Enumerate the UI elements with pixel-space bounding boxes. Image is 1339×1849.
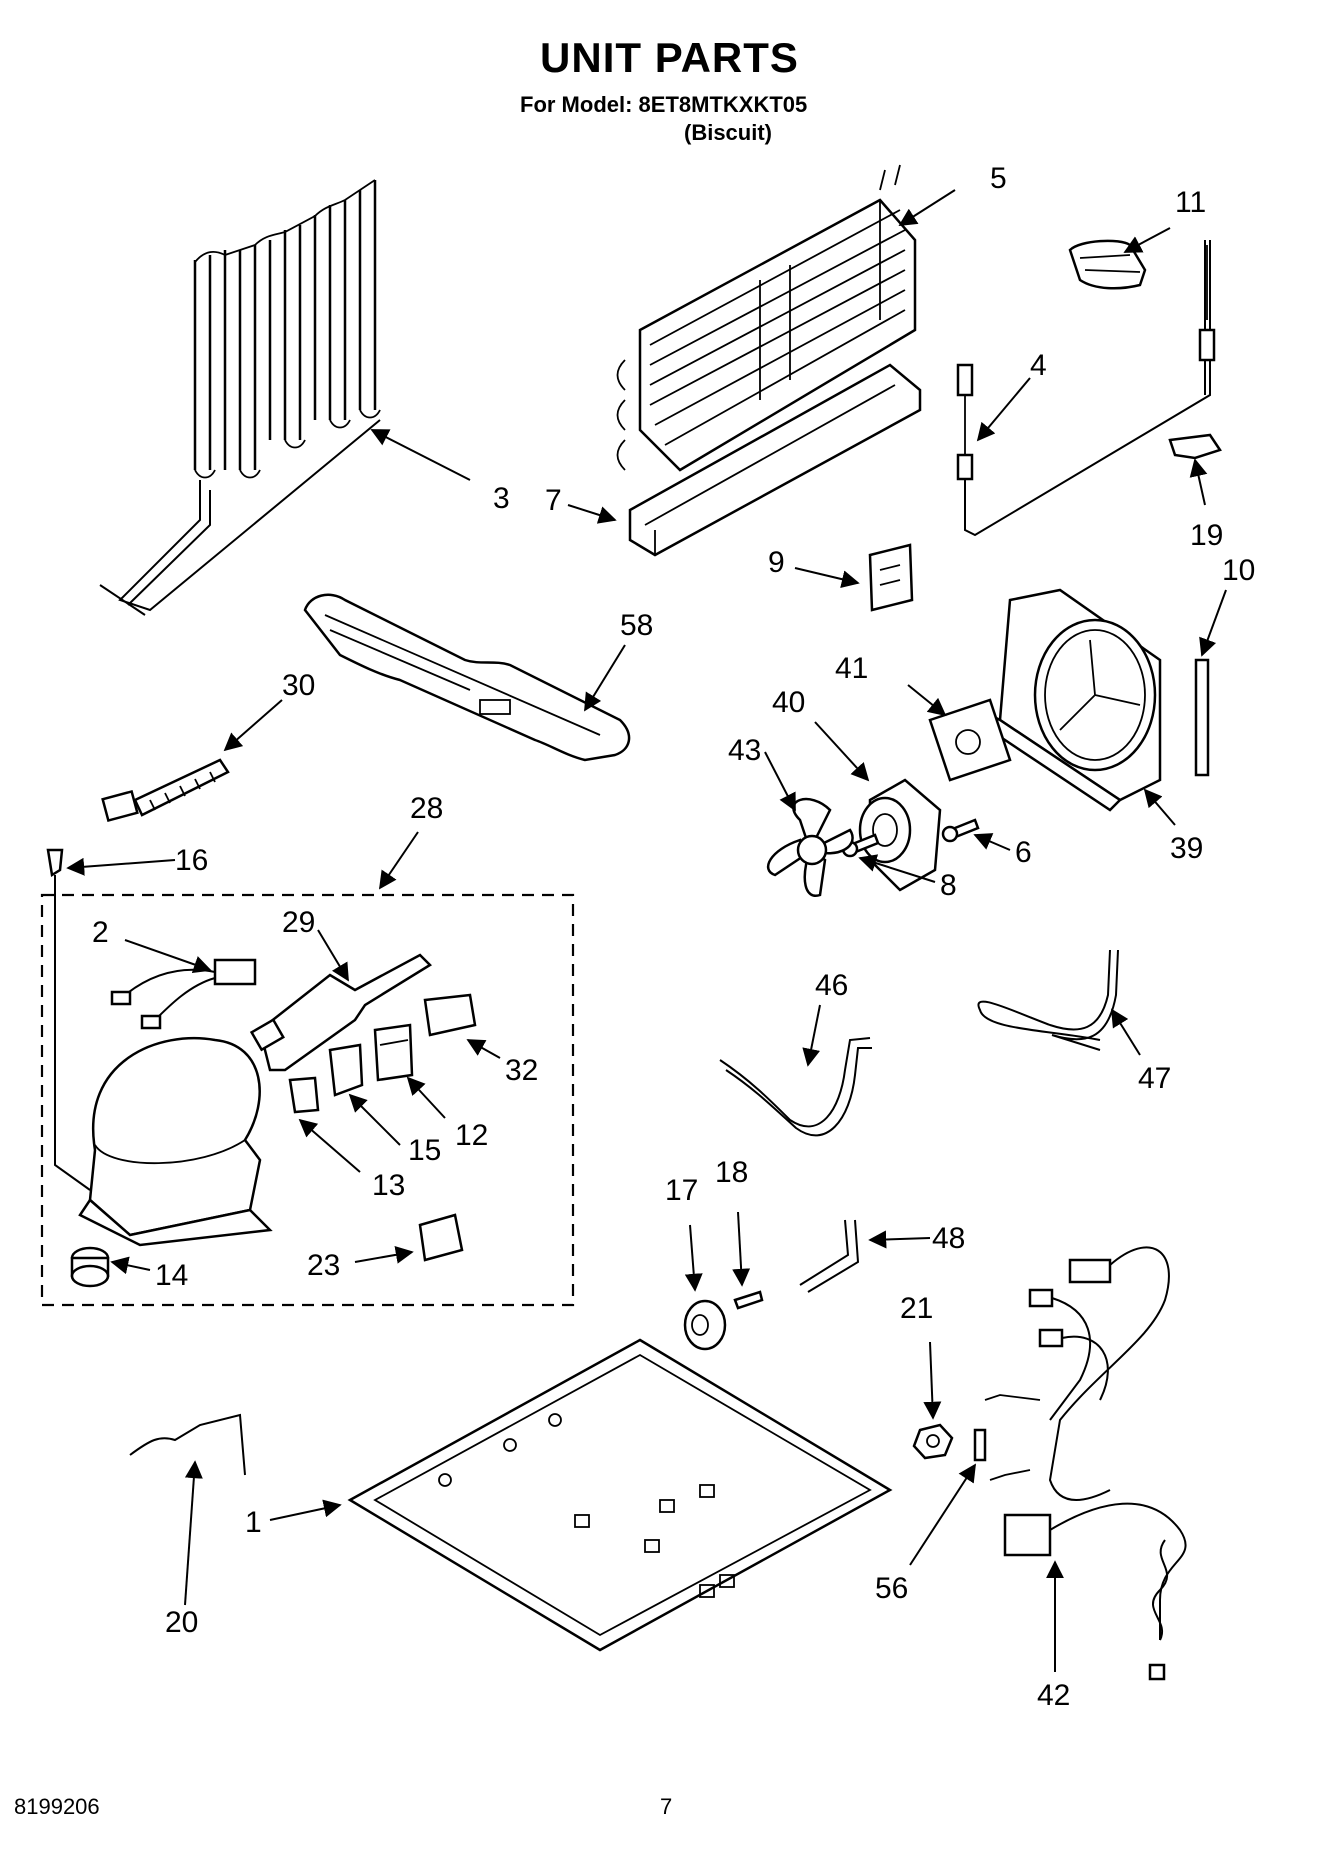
clip-part [1168, 433, 1222, 460]
callout-11: 11 [1175, 186, 1206, 219]
wiring-harness-part [984, 1246, 1187, 1681]
drain-pan-part [303, 593, 631, 762]
document-number: 8199206 [14, 1794, 100, 1819]
roller-part [683, 1299, 727, 1351]
callout-7: 7 [545, 484, 562, 517]
screw-part [46, 848, 64, 878]
grommet-part [70, 1246, 110, 1288]
callout-23: 23 [307, 1249, 340, 1282]
tube-part [977, 949, 1119, 1051]
callout-48: 48 [932, 1222, 965, 1255]
bracket-part [868, 543, 914, 612]
motor-bracket-part [928, 698, 1012, 782]
bolt-part [733, 1290, 764, 1310]
callout-16: 16 [175, 844, 208, 877]
overload-part [373, 1023, 414, 1082]
callout-1: 1 [245, 1506, 262, 1539]
callout-40: 40 [772, 686, 805, 719]
callout-19: 19 [1190, 519, 1223, 552]
condenser-coil-part [99, 179, 381, 616]
callout-9: 9 [768, 546, 785, 579]
page-title: UNIT PARTS [540, 34, 799, 81]
callout-41: 41 [835, 652, 868, 685]
callout-10: 10 [1222, 554, 1255, 587]
callout-15: 15 [408, 1134, 441, 1167]
nut-part [912, 1423, 954, 1460]
screw-part [973, 1428, 987, 1462]
callout-32: 32 [505, 1054, 538, 1087]
callout-12: 12 [455, 1119, 488, 1152]
callout-5: 5 [990, 162, 1007, 195]
callout-21: 21 [900, 1292, 933, 1325]
model-variant: (Biscuit) [684, 120, 772, 145]
terminal-part [288, 1076, 320, 1114]
callout-13: 13 [372, 1169, 405, 1202]
evaporator-part [616, 164, 917, 472]
ground-wire [54, 875, 91, 1191]
callout-4: 4 [1030, 349, 1047, 382]
screw-part [941, 818, 980, 843]
callout-39: 39 [1170, 832, 1203, 865]
callout-labels: 3 5 11 4 7 19 9 10 58 30 41 40 43 6 8 39… [92, 162, 1255, 1712]
connector-part [418, 1213, 464, 1262]
wire-part [129, 1413, 246, 1476]
cable-tie-part [101, 758, 230, 823]
callout-29: 29 [282, 906, 315, 939]
fan-blade-part [766, 797, 854, 897]
callout-8: 8 [940, 869, 957, 902]
callout-42: 42 [1037, 1679, 1070, 1712]
compressor-part [78, 1036, 273, 1247]
drain-trough-part [628, 363, 922, 557]
page-number: 7 [660, 1794, 673, 1819]
callout-17: 17 [665, 1174, 698, 1207]
tube-part [719, 1037, 872, 1137]
callout-14: 14 [155, 1259, 188, 1292]
callout-58: 58 [620, 609, 653, 642]
callout-46: 46 [815, 969, 848, 1002]
compressor-harness-part [110, 958, 257, 1030]
filter-drier-part [249, 953, 433, 1072]
kit-group-box [40, 893, 575, 1307]
tube-part [799, 1219, 860, 1293]
callout-arrows [66, 189, 1227, 1672]
model-line: For Model: 8ET8MTKXKT05 [520, 92, 808, 117]
callout-20: 20 [165, 1606, 198, 1639]
callout-2: 2 [92, 916, 109, 949]
base-frame-part [347, 1338, 893, 1652]
callout-56: 56 [875, 1572, 908, 1605]
callout-47: 47 [1138, 1062, 1171, 1095]
callout-28: 28 [410, 792, 443, 825]
callout-6: 6 [1015, 836, 1032, 869]
start-relay-part [328, 1043, 364, 1097]
sensor-wire-part [956, 240, 1216, 537]
callout-18: 18 [715, 1156, 748, 1189]
fan-shroud-part [988, 588, 1162, 812]
callout-43: 43 [728, 734, 761, 767]
callout-30: 30 [282, 669, 315, 702]
strip-part [1194, 658, 1210, 777]
relay-part [423, 993, 477, 1037]
callout-3: 3 [493, 482, 510, 515]
